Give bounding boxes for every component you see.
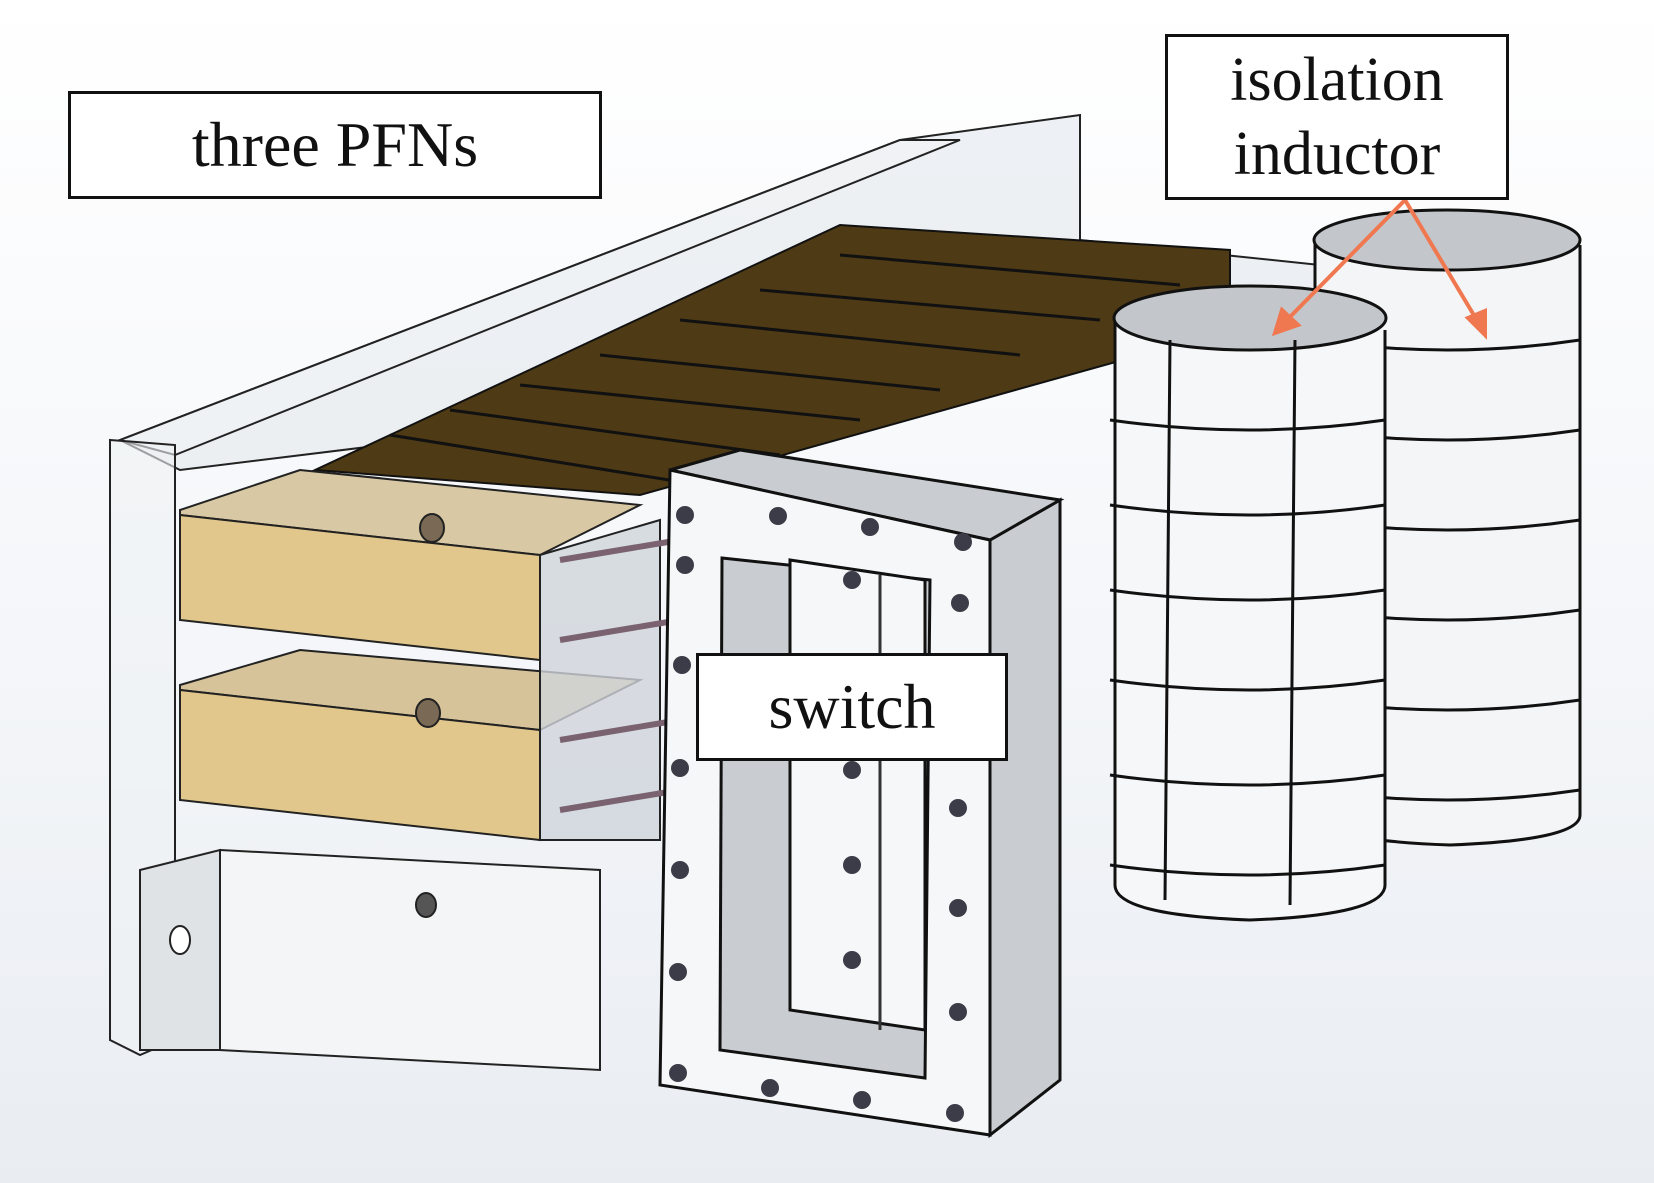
label-three-pfns: three PFNs bbox=[68, 91, 602, 199]
plate-seam bbox=[839, 253, 1181, 287]
bolt bbox=[843, 761, 861, 779]
inductor-ring bbox=[1109, 773, 1386, 787]
inductor-ring bbox=[1109, 678, 1386, 692]
inductor-ring bbox=[1109, 863, 1386, 877]
bolt bbox=[671, 759, 689, 777]
bolt bbox=[669, 963, 687, 981]
bolt bbox=[669, 1064, 687, 1082]
bolt bbox=[843, 951, 861, 969]
bolt bbox=[951, 594, 969, 612]
base-hole bbox=[169, 925, 191, 955]
bolt bbox=[676, 506, 694, 524]
bolt bbox=[861, 518, 879, 536]
inductor-cap bbox=[1112, 284, 1388, 352]
switch-bolts bbox=[669, 506, 972, 1122]
plate-seam bbox=[449, 408, 781, 457]
label-text: switch bbox=[768, 671, 936, 742]
bolt bbox=[954, 533, 972, 551]
plate-seam bbox=[519, 383, 861, 422]
inductor-cap bbox=[1312, 208, 1582, 272]
bolt bbox=[946, 1104, 964, 1122]
pfn-hole bbox=[415, 698, 441, 728]
bolt bbox=[843, 571, 861, 589]
bolt bbox=[676, 556, 694, 574]
label-isolation-inductor: isolation inductor bbox=[1165, 34, 1509, 200]
label-text: three PFNs bbox=[191, 109, 479, 180]
bolt bbox=[949, 1003, 967, 1021]
switch-housing bbox=[658, 448, 1065, 1139]
bolt bbox=[949, 899, 967, 917]
strip bbox=[559, 617, 681, 643]
inductor-ring bbox=[1109, 588, 1386, 602]
arrow-to-front-inductor bbox=[1283, 198, 1407, 324]
dielectric-top bbox=[311, 223, 1231, 497]
base-front bbox=[219, 848, 601, 1072]
strip bbox=[559, 537, 681, 563]
bolt bbox=[949, 799, 967, 817]
strip bbox=[559, 787, 681, 813]
base-hole bbox=[415, 892, 437, 918]
base-block bbox=[139, 848, 601, 1072]
inductor-body bbox=[1113, 315, 1387, 922]
pfn-side-panel bbox=[539, 518, 661, 841]
bolt bbox=[761, 1079, 779, 1097]
inductor-ring bbox=[1109, 418, 1386, 432]
plate-seam bbox=[599, 353, 941, 392]
bolt bbox=[769, 507, 787, 525]
isolation-inductor-front bbox=[1109, 284, 1388, 922]
plate-seam bbox=[759, 288, 1101, 322]
arrowhead bbox=[1271, 306, 1302, 337]
arrowhead bbox=[1464, 308, 1487, 340]
inductor-edge bbox=[1163, 339, 1172, 901]
arrow-to-rear-inductor bbox=[1403, 198, 1480, 324]
switch-side bbox=[988, 497, 1062, 1139]
pfn-stack bbox=[179, 468, 681, 842]
inductor-edge bbox=[1288, 339, 1297, 906]
bolt bbox=[853, 1091, 871, 1109]
annotation-arrows bbox=[1271, 198, 1487, 340]
label-switch: switch bbox=[696, 653, 1008, 761]
plate-seam bbox=[679, 318, 1021, 357]
label-text-line1: isolation bbox=[1230, 46, 1444, 114]
strip bbox=[559, 717, 681, 743]
bolt bbox=[671, 861, 689, 879]
label-text-line2: inductor bbox=[1233, 120, 1441, 188]
plate-seam bbox=[389, 433, 701, 487]
inductor-ring bbox=[1109, 503, 1386, 517]
pfn-hole bbox=[419, 513, 445, 543]
bolt bbox=[673, 656, 691, 674]
bolt bbox=[843, 856, 861, 874]
